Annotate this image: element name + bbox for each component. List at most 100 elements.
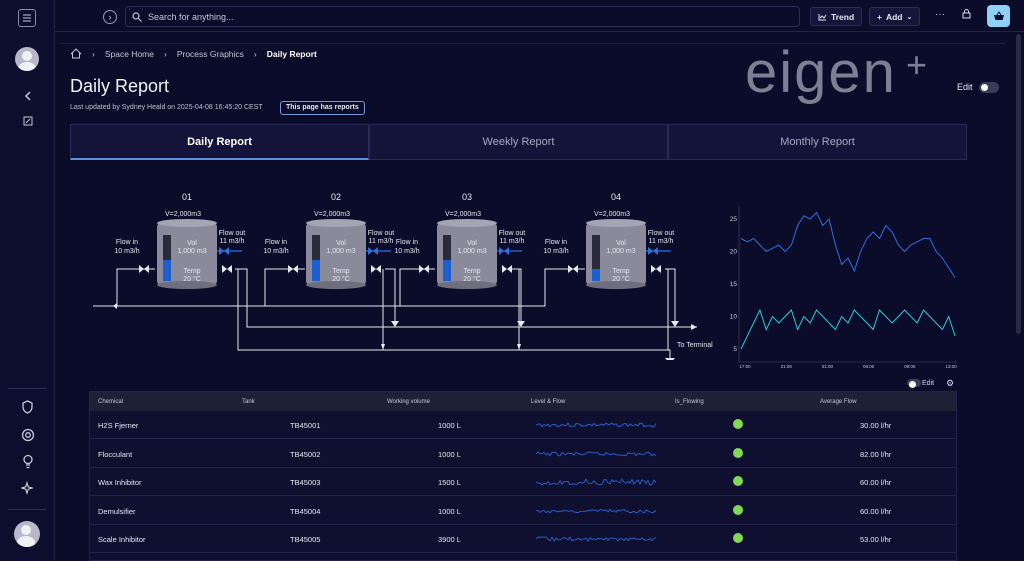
table-row[interactable]: Wax Inhibitor TB45003 1500 L 60.00 l/hr [90,468,956,496]
flow-in-label: Flow in [545,239,567,246]
search-input[interactable]: Search for anything... [125,6,800,27]
tank-number: 02 [331,192,341,202]
trend-button[interactable]: Trend [810,7,863,26]
tank-body [306,223,366,285]
cell-average-flow: 60.00 l/hr [860,478,892,487]
inlet-valve-icon[interactable] [419,265,429,273]
basket-icon[interactable] [987,5,1010,27]
temp-label: Temp [332,268,349,275]
level-gauge-fill [443,260,451,281]
header-level-flow[interactable]: Level & Flow [531,399,566,405]
y-tick-label: 5 [733,346,737,353]
flow-out-value: 11 m3/h [649,238,674,245]
account-avatar[interactable] [14,521,40,547]
breadcrumb-separator: › [253,48,257,59]
trend-label: Trend [831,11,855,22]
table-row[interactable]: H2S Fjerner TB45001 1000 L 30.00 l/hr [90,411,956,439]
tank-number: 01 [182,192,192,202]
reports-badge[interactable]: This page has reports [280,101,365,115]
outlet-valve-icon[interactable] [371,265,381,273]
shield-icon[interactable] [0,399,55,415]
x-tick-label: 05:00 [863,364,875,369]
header-working-volume[interactable]: Working volume [387,399,430,405]
table-row[interactable]: Flocculant TB45002 1000 L 82.00 l/hr [90,440,956,468]
tab-monthly-report[interactable]: Monthly Report [668,124,967,160]
cell-working-volume: 1000 L [438,506,461,516]
breadcrumb-process-graphics[interactable]: Process Graphics [176,48,244,59]
tank-top [586,219,646,227]
vol-value: 1,000 m3 [606,248,635,255]
header-is-flowing[interactable]: Is_Flowing [675,399,704,405]
level-flow-sparkline [536,478,656,486]
inlet-valve-icon[interactable] [288,265,298,273]
sparkline-path [536,508,656,514]
menu-icon[interactable] [18,9,36,27]
outlet-valve-icon[interactable] [502,265,512,273]
sparkle-icon[interactable] [0,480,55,496]
report-tabs: Daily Report Weekly Report Monthly Repor… [70,124,967,160]
lock-icon[interactable] [962,9,971,22]
collapse-chevron-icon[interactable] [0,88,55,104]
is-flowing-indicator [733,504,743,515]
outlet-valve-icon[interactable] [222,265,232,273]
header-chemical[interactable]: Chemical [98,399,124,405]
tab-weekly-report[interactable]: Weekly Report [369,124,668,160]
inlet-valve-icon[interactable] [568,265,578,273]
header-tank[interactable]: Tank [242,399,255,405]
breadcrumb-space-home[interactable]: Space Home [104,48,154,59]
cell-chemical: H2S Fjerner [98,421,139,430]
eigen-logo: eigen [745,40,897,105]
outlet-valve-icon[interactable] [651,265,661,273]
sparkline-path [536,450,656,457]
table-edit-toggle[interactable] [907,379,921,388]
flow-in-label: Flow in [265,239,287,246]
add-button[interactable]: + Add ⌄ [869,7,921,26]
cell-tank: TB45005 [290,535,321,544]
gear-icon[interactable]: ⚙ [946,378,955,388]
level-gauge-fill [592,269,600,281]
scrollbar[interactable] [1016,34,1021,334]
help-lifebuoy-icon[interactable] [0,427,55,443]
table-row[interactable]: Scale Inhibitor TB45005 3900 L 53.00 l/h… [90,525,956,553]
flow-out-value: 11 m3/h [369,238,394,245]
y-tick-label: 10 [730,314,738,321]
home-icon[interactable] [70,48,82,59]
sparkline-path [536,422,656,428]
flow-in-label: Flow in [396,239,418,246]
user-avatar[interactable] [15,47,39,71]
is-flowing-indicator [733,533,743,543]
inlet-valve-icon[interactable] [139,265,149,273]
lightbulb-icon[interactable] [0,453,55,469]
level-gauge-track [312,235,320,281]
flow-in-value: 10 m3/h [114,248,139,255]
pipe-arrows [113,303,697,360]
expand-chevron-icon[interactable]: › [103,10,117,24]
edit-toggle[interactable] [979,82,999,93]
tank-top [306,219,366,227]
edit-label: Edit [957,82,973,92]
plus-icon: + [877,11,882,22]
level-gauge-fill [312,260,320,281]
tank-body [437,223,497,285]
rail-divider [8,509,46,510]
sparkline-path [536,478,656,486]
cell-tank: TB45002 [290,449,321,459]
page-title: Daily Report [70,76,170,96]
cell-chemical: Wax Inhibitor [98,478,142,487]
tab-daily-report[interactable]: Daily Report [70,124,369,160]
more-options-icon[interactable]: ··· [935,9,945,20]
temp-value: 20 °C [332,275,350,283]
table-row[interactable]: Demulsifier TB45004 1000 L 60.00 l/hr [90,497,956,525]
level-flow-sparkline [536,422,656,428]
is-flowing-indicator [733,476,743,486]
edit-pencil-icon[interactable] [0,114,55,128]
flow-out-label: Flow out [499,230,526,237]
breadcrumb-current: Daily Report [266,48,317,59]
header-average-flow[interactable]: Average Flow [820,399,857,405]
cell-chemical: Scale Inhibitor [98,535,146,544]
